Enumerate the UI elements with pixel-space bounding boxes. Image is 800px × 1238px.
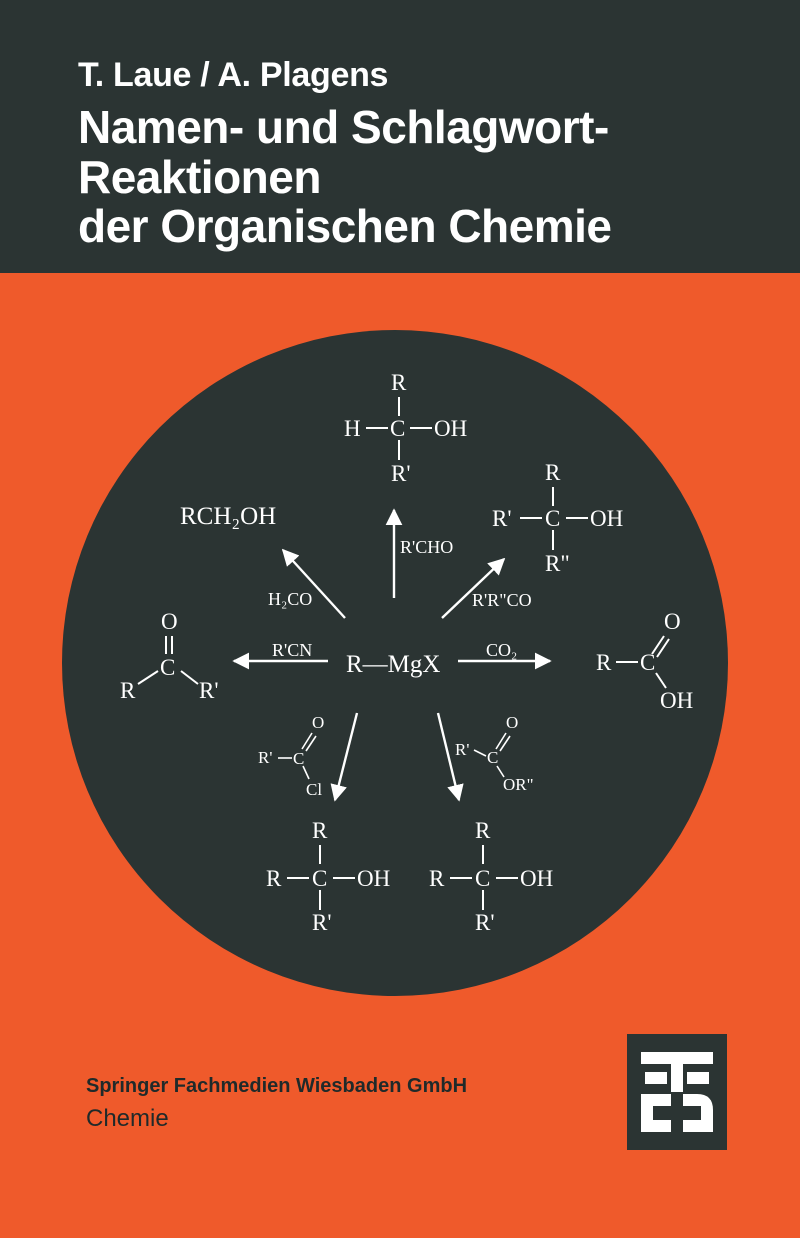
svg-text:R: R <box>391 370 407 395</box>
reagent-h2co: H₂CO <box>268 589 312 609</box>
product-rch2oh: RCH₂OH <box>180 503 276 530</box>
svg-text:R: R <box>312 818 328 843</box>
product-tertiary-alcohol: R R' C OH R" <box>492 460 623 576</box>
svg-text:R': R' <box>475 910 495 935</box>
publisher-name: Springer Fachmedien Wiesbaden GmbH <box>86 1075 468 1097</box>
svg-text:R': R' <box>312 910 332 935</box>
svg-text:R: R <box>475 818 491 843</box>
diagram-circle <box>62 330 728 996</box>
reagent-co2: CO₂ <box>486 640 517 660</box>
svg-text:R": R" <box>545 551 570 576</box>
svg-text:C: C <box>640 650 655 675</box>
product-tertiary-alcohol-from-ester: R R C OH R' <box>429 818 553 935</box>
svg-text:OH: OH <box>357 866 390 891</box>
svg-text:C: C <box>475 866 490 891</box>
svg-text:R': R' <box>455 740 469 759</box>
grignard-reagent: R—MgX <box>346 651 440 678</box>
svg-text:H: H <box>344 416 361 441</box>
reagent-acid-chloride: O R' C Cl <box>258 713 324 799</box>
svg-text:R: R <box>120 678 136 703</box>
publisher-logo-icon <box>627 1034 727 1150</box>
svg-text:C: C <box>312 866 327 891</box>
series-name: Chemie <box>86 1105 169 1132</box>
product-tertiary-alcohol-from-acid-chloride: R R C OH R' <box>266 818 390 935</box>
svg-text:O: O <box>664 609 681 634</box>
svg-text:R: R <box>266 866 282 891</box>
authors: T. Laue / A. Plagens <box>78 56 389 94</box>
svg-text:C: C <box>160 655 175 680</box>
svg-text:OH: OH <box>660 688 693 713</box>
svg-text:R': R' <box>391 461 411 486</box>
title-line-1: Namen- und Schlagwort- <box>78 101 609 153</box>
svg-text:C: C <box>390 416 405 441</box>
svg-text:O: O <box>161 609 178 634</box>
svg-text:C: C <box>487 748 498 767</box>
grignard-reaction-diagram: R—MgX R'CHO H₂CO R'R"CO R'CN CO₂ RCH₂OH … <box>62 330 728 996</box>
title-line-3: der Organischen Chemie <box>78 200 612 252</box>
product-carboxylic-acid: O R C OH <box>596 609 693 713</box>
svg-text:OH: OH <box>520 866 553 891</box>
svg-text:C: C <box>545 506 560 531</box>
svg-text:R': R' <box>199 678 219 703</box>
reagent-rcho: R'CHO <box>400 537 453 557</box>
reagent-rrco: R'R"CO <box>472 590 532 610</box>
title-band <box>0 0 800 273</box>
svg-text:C: C <box>293 749 304 768</box>
svg-text:OH: OH <box>590 506 623 531</box>
svg-text:R': R' <box>258 748 272 767</box>
product-secondary-alcohol: R H C OH R' <box>344 370 467 486</box>
svg-text:Cl: Cl <box>306 780 322 799</box>
reagent-ester: O R' C OR" <box>455 713 534 794</box>
svg-text:O: O <box>506 713 518 732</box>
svg-text:R: R <box>429 866 445 891</box>
svg-text:OH: OH <box>434 416 467 441</box>
svg-text:R: R <box>545 460 561 485</box>
svg-text:O: O <box>312 713 324 732</box>
svg-text:OR": OR" <box>503 775 534 794</box>
svg-text:R: R <box>596 650 612 675</box>
svg-text:R': R' <box>492 506 512 531</box>
product-ketone: O C R R' <box>120 609 219 703</box>
title-line-2: Reaktionen <box>78 151 321 203</box>
reagent-rcn: R'CN <box>272 640 312 660</box>
